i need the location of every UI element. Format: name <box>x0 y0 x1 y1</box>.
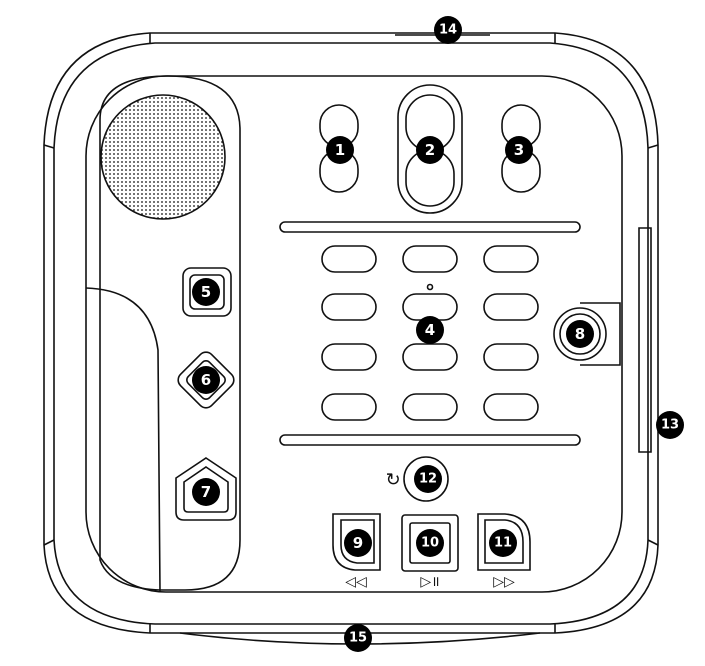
callout-15: 15 <box>344 624 372 652</box>
svg-text:6: 6 <box>201 371 211 389</box>
svg-text:10: 10 <box>421 536 439 551</box>
callout-4: 4 <box>416 316 444 344</box>
keypad-key[interactable] <box>321 393 377 421</box>
button-9-inner <box>340 519 375 564</box>
svg-text:12: 12 <box>419 472 437 487</box>
speaker-grille-icon <box>100 94 226 220</box>
callout-8: 8 <box>566 320 594 348</box>
keypad-key[interactable] <box>321 293 377 321</box>
callout-10: 10 <box>416 529 444 557</box>
handset-cradle <box>85 287 161 593</box>
button-9-outer[interactable] <box>332 513 381 571</box>
svg-text:2: 2 <box>425 141 435 159</box>
main-face <box>85 75 623 593</box>
svg-text:7: 7 <box>201 483 211 501</box>
keypad-key[interactable] <box>483 393 539 421</box>
button-7-inner <box>183 466 229 513</box>
play-pause-icon: ▷॥ <box>420 574 439 590</box>
button-8-outer[interactable] <box>553 307 607 361</box>
callout-1: 1 <box>326 136 354 164</box>
svg-text:1: 1 <box>335 141 345 159</box>
button-6-outer[interactable] <box>175 349 237 411</box>
keypad-key[interactable] <box>321 343 377 371</box>
rewind-icon: ◁◁ <box>345 574 367 590</box>
button-8-inner <box>559 313 601 355</box>
svg-text:13: 13 <box>661 418 679 433</box>
case-notches <box>149 33 556 633</box>
button-11-inner <box>484 519 524 564</box>
svg-text:4: 4 <box>425 321 435 339</box>
handset <box>99 75 241 591</box>
keypad-key[interactable] <box>321 245 377 273</box>
callout-14: 14 <box>434 16 462 44</box>
button-11-outer[interactable] <box>477 513 531 571</box>
case-side-notches <box>43 144 659 546</box>
fast-forward-icon: ▷▷ <box>493 574 515 590</box>
button-10-outer[interactable] <box>401 514 459 572</box>
side-slot <box>638 227 652 453</box>
callout-2: 2 <box>416 136 444 164</box>
keypad-key[interactable] <box>402 393 458 421</box>
keypad-key[interactable] <box>483 343 539 371</box>
button-5-inner <box>189 274 225 310</box>
callout-13: 13 <box>656 411 684 439</box>
callout-3: 3 <box>505 136 533 164</box>
divider-top <box>279 221 581 233</box>
callout-12: 12 <box>414 465 442 493</box>
callout-6: 6 <box>192 366 220 394</box>
keypad-key[interactable] <box>483 293 539 321</box>
svg-text:3: 3 <box>514 141 524 159</box>
button-2-frame[interactable] <box>397 84 463 214</box>
keypad-key[interactable] <box>402 343 458 371</box>
callout-9: 9 <box>344 529 372 557</box>
outer-case-inner-line <box>53 42 649 625</box>
sleep-timer-icon: ↻ <box>385 470 400 491</box>
button-8-mount <box>580 302 621 366</box>
callout-11: 11 <box>489 529 517 557</box>
button-7-outer[interactable] <box>175 457 237 521</box>
keypad-key[interactable] <box>483 245 539 273</box>
keypad-dot <box>426 283 434 291</box>
svg-text:15: 15 <box>349 631 367 646</box>
button-10-inner <box>409 522 451 564</box>
button-5-outer[interactable] <box>182 267 232 317</box>
svg-text:14: 14 <box>439 23 457 38</box>
keypad <box>321 245 539 421</box>
button-12-outer[interactable] <box>403 456 449 502</box>
callout-7: 7 <box>192 478 220 506</box>
svg-text:5: 5 <box>201 283 211 301</box>
button-6-inner <box>186 360 226 400</box>
svg-text:8: 8 <box>575 325 585 343</box>
callout-5: 5 <box>192 278 220 306</box>
svg-text:11: 11 <box>494 536 512 551</box>
svg-text:9: 9 <box>353 534 363 552</box>
divider-bottom <box>279 434 581 446</box>
keypad-key[interactable] <box>402 245 458 273</box>
